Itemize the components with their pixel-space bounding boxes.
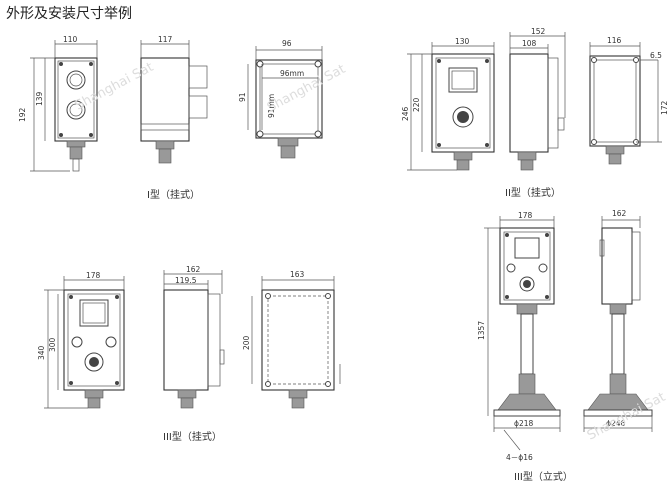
type-iii-height-outer-label: 340 [37,345,46,360]
type-iii-caption: III型（挂式） [163,430,222,443]
type-ii-back-height-label: 172 [660,100,669,115]
type-iii-width-label: 178 [86,271,101,280]
type-ii-width-label: 130 [455,37,470,46]
type-ii-group: 130 246 220 152 108 116 6.5 [401,27,669,199]
type-iii-stand-side-width-label: 162 [612,209,627,218]
type-iii-back-width-label: 163 [290,270,305,279]
type-iii-stand-width-label: 178 [518,211,533,220]
type-i-front-view [54,57,98,172]
type-ii-back-width-label: 116 [607,36,622,45]
type-i-back-height-label: 91 [238,92,247,102]
type-i-width-label: 110 [63,35,78,44]
type-ii-back-hole-label: 6.5 [650,51,662,60]
type-i-depth-label: 117 [158,35,173,44]
type-iii-back-height-label: 200 [242,335,251,350]
type-ii-side-view [509,53,565,171]
type-iii-stand-group: 178 1357 ϕ218 4－ϕ16 162 ϕ246 III型（立式） [477,209,653,483]
type-iii-back-view [261,289,335,409]
type-iii-depth-inner-label: 119.5 [175,276,197,285]
type-ii-back-view [589,55,641,165]
type-ii-caption: II型（挂式） [505,186,561,199]
type-iii-stand-caption: III型（立式） [514,470,573,483]
watermark: Shanghai Sat [265,62,348,116]
type-ii-height-outer-label: 246 [401,106,410,121]
type-i-back-width-label: 96 [282,39,292,48]
type-i-back-hole-v-label: 91mm [267,94,276,118]
type-ii-depth-outer-label: 152 [531,27,546,36]
type-ii-depth-inner-label: 108 [522,39,537,48]
type-iii-stand-side-base-label: ϕ246 [606,419,625,428]
page-title: 外形及安装尺寸举例 [6,6,132,22]
type-i-back-hole-h-label: 96mm [280,69,304,78]
type-iii-stand-base-label: ϕ218 [514,419,533,428]
type-iii-stand-front-view [493,227,561,417]
type-i-height-inner-label: 139 [35,91,44,106]
type-i-group: 110 192 139 117 96 96mm [18,35,323,201]
type-i-side-view [140,57,208,164]
type-i-back-view [255,59,323,159]
type-ii-height-inner-label: 220 [412,97,421,112]
type-iii-side-view [163,289,225,409]
type-iii-stand-holes-label: 4－ϕ16 [506,453,533,462]
watermark: Shanghai Sat [73,60,156,114]
type-iii-front-view [63,289,125,409]
type-i-caption: I型（挂式） [147,188,200,201]
type-ii-front-view [431,53,495,171]
type-i-height-outer-label: 192 [18,107,27,122]
type-iii-height-inner-label: 300 [48,337,57,352]
type-iii-stand-side-view [583,227,653,417]
type-iii-depth-outer-label: 162 [186,265,201,274]
type-iii-stand-height-label: 1357 [477,321,486,340]
type-iii-group: 178 340 300 162 119.5 163 2 [37,265,341,443]
